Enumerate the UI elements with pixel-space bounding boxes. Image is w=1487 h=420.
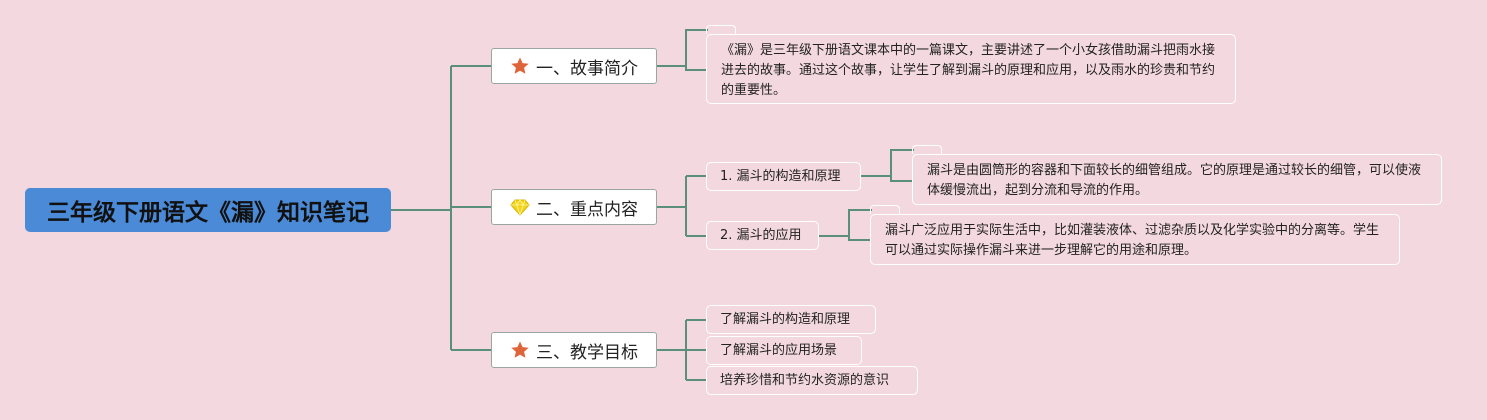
detail-text: 漏斗广泛应用于实际生活中，比如灌装液体、过滤杂质以及化学实验中的分离等。学生可以…: [885, 223, 1380, 258]
note-tab: [706, 25, 736, 34]
star-icon: [510, 340, 530, 360]
goal-item[interactable]: 了解漏斗的构造和原理: [706, 305, 876, 334]
intro-detail[interactable]: 《漏》是三年级下册语文课本中的一篇课文，主要讲述了一个小女孩借助漏斗把雨水接进去…: [706, 34, 1236, 104]
goal-item[interactable]: 培养珍惜和节约水资源的意识: [706, 366, 918, 395]
root-topic[interactable]: 三年级下册语文《漏》知识笔记: [25, 188, 391, 232]
goal-text: 培养珍惜和节约水资源的意识: [720, 373, 890, 388]
detail-text: 漏斗是由圆筒形的容器和下面较长的细管组成。它的原理是通过较长的细管，可以使液体缓…: [927, 163, 1422, 198]
star-icon: [510, 56, 530, 76]
goal-text: 了解漏斗的构造和原理: [720, 312, 851, 327]
goal-text: 了解漏斗的应用场景: [720, 343, 838, 358]
key-point-label: 2. 漏斗的应用: [720, 228, 802, 243]
branch-teaching-goals[interactable]: 三、教学目标: [491, 332, 657, 368]
branch-story-intro[interactable]: 一、故事简介: [491, 48, 657, 84]
note-tab: [870, 205, 900, 214]
branch-label: 一、故事简介: [536, 58, 638, 79]
key-point-structure[interactable]: 1. 漏斗的构造和原理: [706, 162, 861, 191]
key-point-structure-detail[interactable]: 漏斗是由圆筒形的容器和下面较长的细管组成。它的原理是通过较长的细管，可以使液体缓…: [912, 154, 1442, 205]
key-point-application[interactable]: 2. 漏斗的应用: [706, 221, 819, 250]
key-point-label: 1. 漏斗的构造和原理: [720, 169, 841, 184]
note-tab: [912, 145, 942, 154]
branch-label: 二、重点内容: [536, 199, 638, 220]
branch-label: 三、教学目标: [536, 342, 638, 363]
intro-text: 《漏》是三年级下册语文课本中的一篇课文，主要讲述了一个小女孩借助漏斗把雨水接进去…: [721, 43, 1216, 98]
goal-item[interactable]: 了解漏斗的应用场景: [706, 336, 862, 365]
diamond-icon: [510, 197, 530, 217]
branch-key-points[interactable]: 二、重点内容: [491, 189, 657, 225]
key-point-application-detail[interactable]: 漏斗广泛应用于实际生活中，比如灌装液体、过滤杂质以及化学实验中的分离等。学生可以…: [870, 214, 1400, 265]
